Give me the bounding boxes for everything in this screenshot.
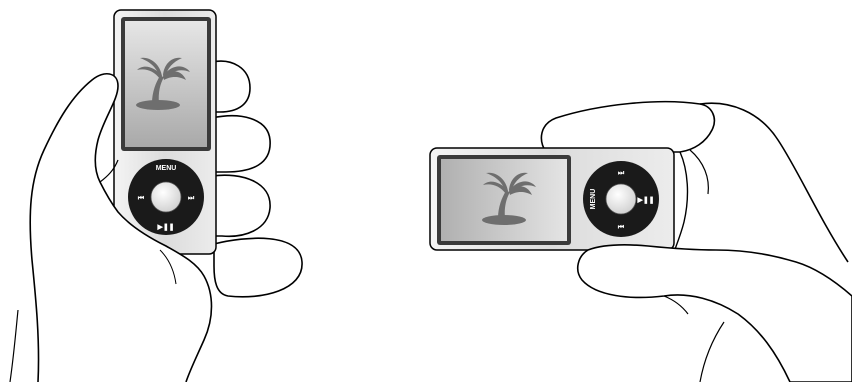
previous-label: ⏮ xyxy=(138,195,145,202)
ipod-nano-landscape: ⏭ MENU ▶❚❚ ⏮ xyxy=(429,147,675,251)
portrait-hand-palm xyxy=(9,73,213,382)
center-button xyxy=(150,181,182,213)
portrait-right-fingers xyxy=(211,60,303,298)
play-pause-label: ▶❚❚ xyxy=(636,196,654,204)
landscape-top-fingers xyxy=(540,100,716,153)
landscape-hand xyxy=(576,102,852,382)
portrait-click-wheel: MENU ⏮ ⏭ ▶❚❚ xyxy=(128,159,204,235)
palm-tree-icon xyxy=(482,172,536,225)
landscape-illustration: ⏭ MENU ▶❚❚ ⏮ xyxy=(429,100,852,382)
menu-label: MENU xyxy=(156,165,177,172)
landscape-click-wheel: ⏭ MENU ▶❚❚ ⏮ xyxy=(583,161,659,237)
ipod-nano-portrait: MENU ⏮ ⏭ ▶❚❚ xyxy=(113,9,217,255)
portrait-illustration: MENU ⏮ ⏭ ▶❚❚ xyxy=(9,9,303,382)
next-label: ⏭ xyxy=(618,170,625,177)
next-label: ⏭ xyxy=(188,195,195,202)
play-pause-label: ▶❚❚ xyxy=(156,223,174,231)
palm-tree-icon xyxy=(136,57,190,110)
previous-label: ⏮ xyxy=(618,224,625,231)
menu-label: MENU xyxy=(590,189,597,210)
portrait-screen xyxy=(125,21,207,147)
center-button xyxy=(605,183,637,215)
